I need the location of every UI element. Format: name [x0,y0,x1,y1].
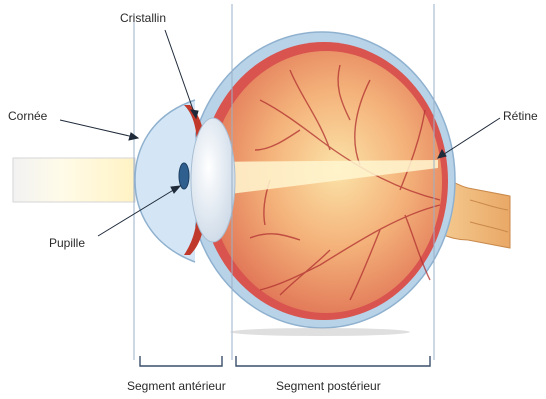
bracket-anterior [140,356,222,366]
label-segment-posterieur: Segment postérieur [276,379,381,393]
label-pupille: Pupille [49,236,85,250]
eye-shadow [230,328,410,336]
label-cornee: Cornée [8,109,47,123]
label-segment-anterieur: Segment antérieur [127,379,226,393]
label-retine: Rétine [503,109,538,123]
bracket-posterior [236,356,430,366]
incoming-light-beam [13,158,135,202]
lens-cristallin [191,118,235,242]
pupil [179,163,189,189]
label-cristallin: Cristallin [120,11,166,25]
